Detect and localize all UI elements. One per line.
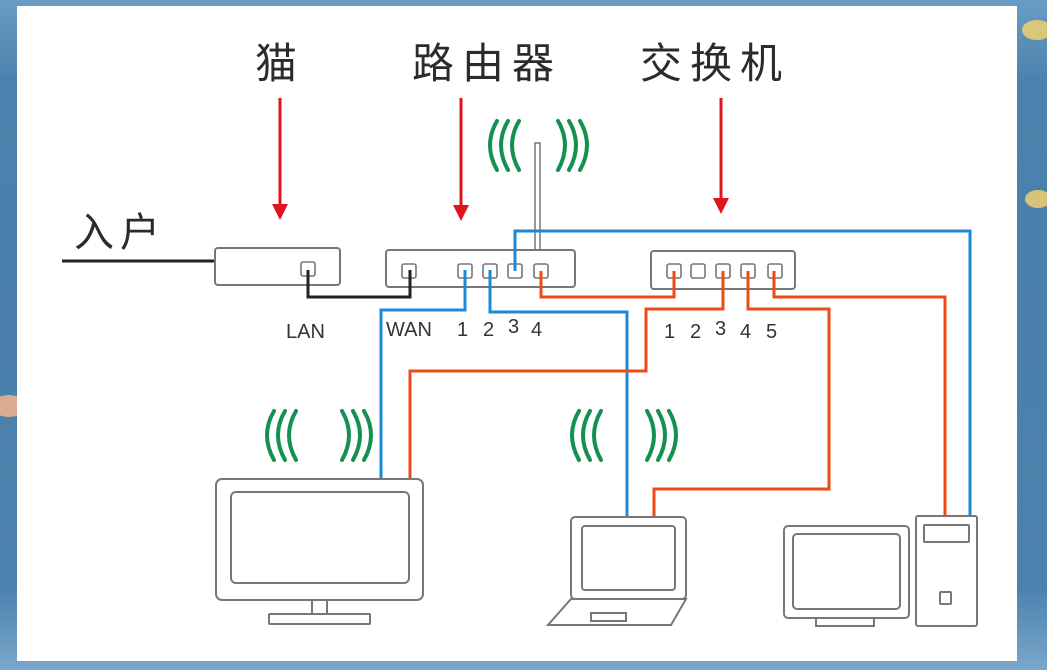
- router-port-label-wan: WAN: [386, 319, 432, 341]
- switch-port-label-3: 3: [715, 318, 726, 340]
- laptop-wifi-signal-icon: [570, 409, 678, 462]
- modem-port-label: LAN: [286, 321, 325, 343]
- router-wifi-signal-icon: [488, 119, 589, 172]
- switch-device: [650, 250, 796, 290]
- incoming-line-label: 入户: [74, 210, 166, 256]
- cable-switch4-to-laptop: [652, 271, 831, 518]
- switch-port-label-5: 5: [766, 321, 777, 343]
- switch-port-2: [690, 263, 706, 279]
- switch-port-label-2: 2: [690, 321, 701, 343]
- tv-wifi-signal-icon: [265, 409, 373, 462]
- cable-router2-to-laptop: [488, 270, 629, 518]
- modem-device: [214, 247, 341, 286]
- router-device: [385, 249, 576, 288]
- switch-port-label-4: 4: [740, 321, 751, 343]
- router-antenna: [534, 142, 541, 251]
- switch-pointer-arrow: [713, 98, 729, 214]
- cable-router1-to-tv: [379, 270, 467, 480]
- cable-switch5-to-desktop: [772, 271, 947, 516]
- modem-pointer-arrow: [272, 98, 288, 220]
- router-port-label-2: 2: [483, 319, 494, 341]
- router-title: 路由器: [412, 39, 562, 88]
- tv-monitor-icon: [215, 478, 424, 625]
- background-flower: [1022, 20, 1047, 40]
- router-port-label-1: 1: [457, 319, 468, 341]
- desktop-computer-icon: [783, 515, 978, 627]
- cable-switch3-to-tv: [408, 271, 725, 480]
- cable-router3-to-desktop: [513, 229, 972, 516]
- router-port-label-3: 3: [508, 316, 519, 338]
- laptop-icon: [545, 516, 688, 626]
- modem-title: 猫: [255, 39, 297, 88]
- cable-router4-to-switch1: [539, 271, 676, 299]
- cable-modem-to-router-wan: [306, 270, 412, 299]
- router-port-label-4: 4: [531, 319, 542, 341]
- background-flower: [1025, 190, 1047, 208]
- router-pointer-arrow: [453, 98, 469, 221]
- switch-port-label-1: 1: [664, 321, 675, 343]
- switch-title: 交换机: [640, 39, 790, 88]
